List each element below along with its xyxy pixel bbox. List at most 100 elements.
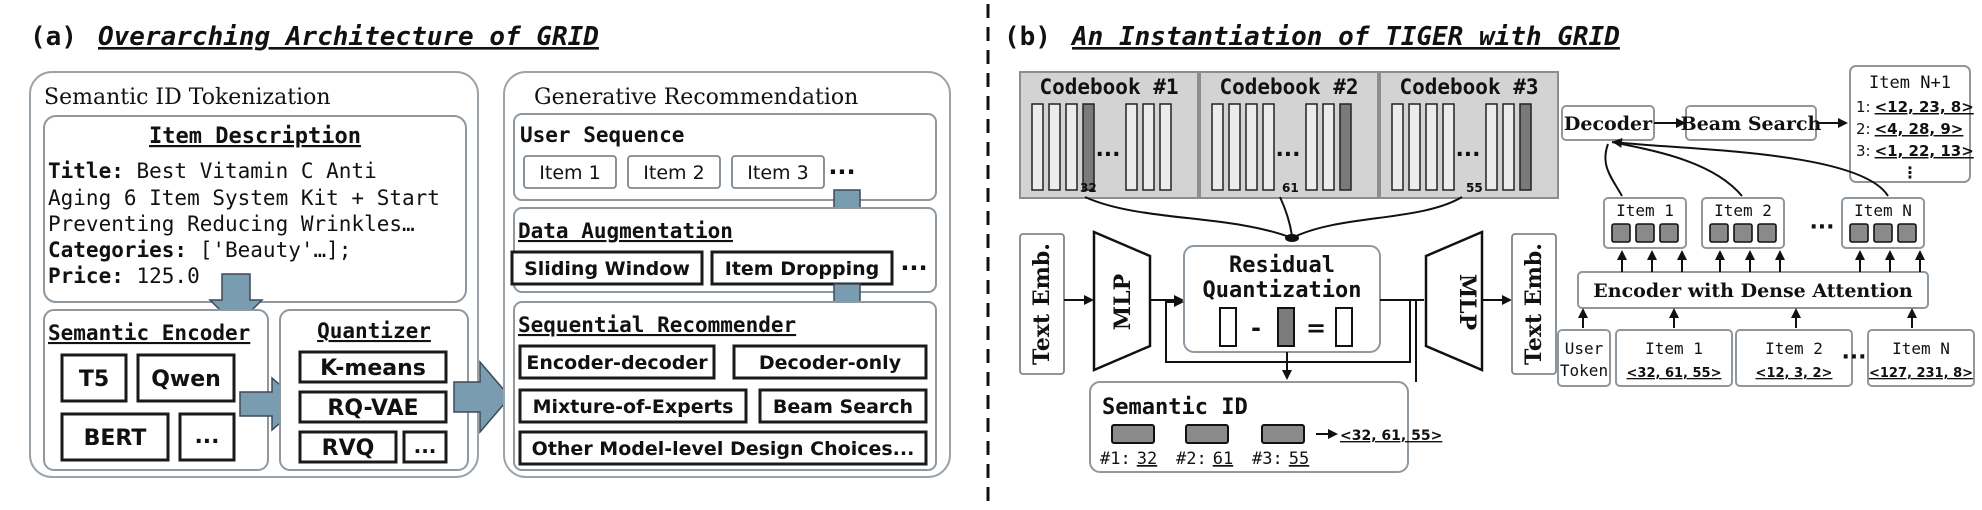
codebook-entry xyxy=(1065,103,1078,191)
codebook-selected-entry xyxy=(1519,103,1532,191)
output-box: Item N+1 1:<12, 23, 8> 2:<4, 28, 9> 3:<1… xyxy=(1849,65,1974,183)
beam-search-label: Beam Search xyxy=(1681,113,1822,135)
model-decoder-only: Decoder-only xyxy=(759,352,902,374)
quantizer-title: Quantizer xyxy=(317,319,431,343)
sequential-recommender-title: Sequential Recommender xyxy=(518,313,796,337)
residual-equals: = xyxy=(1306,314,1326,342)
codebook-entry xyxy=(1048,103,1061,191)
semantic-encoder-title: Semantic Encoder xyxy=(48,321,250,345)
generative-panel: Generative Recommendation User Sequence … xyxy=(503,71,951,478)
data-augmentation-title: Data Augmentation xyxy=(518,219,733,243)
codebook-entry xyxy=(1125,103,1138,191)
token-group-label: Item 1 xyxy=(1616,201,1674,220)
input-item-sid: <127, 231, 8> xyxy=(1869,366,1973,381)
codebook-index: 61 xyxy=(1282,181,1299,195)
input-items: Item 1<32, 61, 55>Item 2<12, 3, 2>Item N… xyxy=(1615,329,1975,387)
codebook3-link xyxy=(1291,196,1463,239)
codebook-1: Codebook #1... 32 xyxy=(1019,71,1199,199)
generative-title: Generative Recommendation xyxy=(534,85,858,110)
mlp-decoder xyxy=(1424,230,1484,372)
token-link-1 xyxy=(1604,143,1623,197)
output-more: ⋮ xyxy=(1902,163,1918,182)
panel-b: (b) An Instantiation of TIGER with GRID … xyxy=(1004,22,1975,473)
tokenization-title: Semantic ID Tokenization xyxy=(44,85,331,110)
input-dots: ··· xyxy=(1841,345,1866,370)
codebook-title: Codebook #1 xyxy=(1039,75,1178,99)
codebook-merge-point xyxy=(1285,234,1299,242)
augmentation-ellipsis: ··· xyxy=(900,254,927,282)
semantic-id-part-3: #3:55 xyxy=(1252,449,1309,469)
codebook2-link xyxy=(1279,196,1293,237)
output-title: Item N+1 xyxy=(1869,73,1951,93)
codebook-entry xyxy=(1159,103,1172,191)
token-embedding xyxy=(1757,223,1777,243)
quantizer-rvq: RVQ xyxy=(322,436,375,461)
codebook-dots: ... xyxy=(1095,137,1120,162)
text-emb-input xyxy=(1019,233,1065,375)
output-row-2: 2:<4, 28, 9> xyxy=(1856,120,1963,138)
residual-output-vector xyxy=(1335,307,1353,347)
sequential-recommender-box: Sequential Recommender Encoder-decoder D… xyxy=(513,301,937,471)
codebook-entry xyxy=(1305,103,1318,191)
semantic-id-part-1: #1:32 xyxy=(1100,449,1157,469)
data-augmentation-box: Data Augmentation Sliding Window Item Dr… xyxy=(510,207,937,293)
mlp-encoder-label: MLP xyxy=(1110,274,1136,330)
residual-quantization-box: Residual Quantization - = xyxy=(1183,245,1381,353)
token-embedding xyxy=(1659,223,1679,243)
item-description-line3: Preventing Reducing Wrinkles… xyxy=(48,212,415,236)
codebook-entry xyxy=(1031,103,1044,191)
encoder-bert: BERT xyxy=(84,426,147,451)
codebook-title: Codebook #2 xyxy=(1219,75,1358,99)
tokenization-panel: Semantic ID Tokenization Item Descriptio… xyxy=(29,71,479,478)
model-other-choices: Other Model-level Design Choices... xyxy=(532,438,915,460)
codebook-3: Codebook #3...55 xyxy=(1379,71,1559,199)
output-row-3: 3:<1, 22, 13> xyxy=(1856,142,1974,160)
sequence-ellipsis: ··· xyxy=(828,158,855,186)
item-description-box: Item Description Title: Best Vitamin C A… xyxy=(43,115,467,303)
model-encoder-decoder: Encoder-decoder xyxy=(526,352,708,374)
residual-minus: - xyxy=(1251,314,1261,342)
codebook-entry xyxy=(1211,103,1224,191)
residual-label-2: Quantization xyxy=(1203,278,1362,303)
codebook-title: Codebook #3 xyxy=(1399,75,1538,99)
text-emb-input-label: Text Emb. xyxy=(1029,243,1055,365)
quantizer-kmeans: K-means xyxy=(320,356,426,381)
token-embedding xyxy=(1873,223,1893,243)
token-group-2: Item 2 xyxy=(1701,197,1785,249)
token-dots: ··· xyxy=(1809,215,1834,240)
codebook-entry xyxy=(1442,103,1455,191)
codebook-2: Codebook #2...61 xyxy=(1199,71,1379,199)
residual-input-vector xyxy=(1219,307,1237,347)
quantizer-more: ... xyxy=(414,434,437,458)
item-description-line5: Price: 125.0 xyxy=(48,264,200,288)
input-item-name: Item N xyxy=(1892,339,1950,358)
text-emb-output xyxy=(1511,233,1557,375)
augment-item-dropping: Item Dropping xyxy=(725,258,880,280)
panel-a: (a) Overarching Architecture of GRID Sem… xyxy=(29,22,951,478)
encoder-label: Encoder with Dense Attention xyxy=(1593,280,1913,302)
residual-label-1: Residual xyxy=(1229,253,1335,278)
item-description-title: Item Description xyxy=(149,124,361,149)
codebook-entry xyxy=(1245,103,1258,191)
token-group-label: Item 2 xyxy=(1714,201,1772,220)
codebook-entry xyxy=(1228,103,1241,191)
mlp-encoder xyxy=(1092,230,1152,372)
item-description-line1: Title: Best Vitamin C Anti xyxy=(48,159,377,183)
user-token-line1: User xyxy=(1565,339,1604,358)
token-link-3 xyxy=(1612,137,1889,197)
user-token-line2: Token xyxy=(1560,361,1608,380)
codebook-entry xyxy=(1502,103,1515,191)
encoder-box xyxy=(1577,271,1929,309)
decoder-label: Decoder xyxy=(1564,113,1653,135)
semantic-id-box: Semantic ID #1:32 #2:61 #3:55 <32, 61, 5… xyxy=(1089,381,1442,473)
codebook-index: 55 xyxy=(1466,181,1483,195)
codebook-index: 32 xyxy=(1080,181,1097,195)
codebook-entry xyxy=(1262,103,1275,191)
quantizer-rqvae: RQ-VAE xyxy=(327,396,418,421)
codebook-selected-entry xyxy=(1339,103,1352,191)
user-token-box: User Token xyxy=(1557,329,1611,387)
encoder-qwen: Qwen xyxy=(151,367,221,392)
token-embedding xyxy=(1897,223,1917,243)
